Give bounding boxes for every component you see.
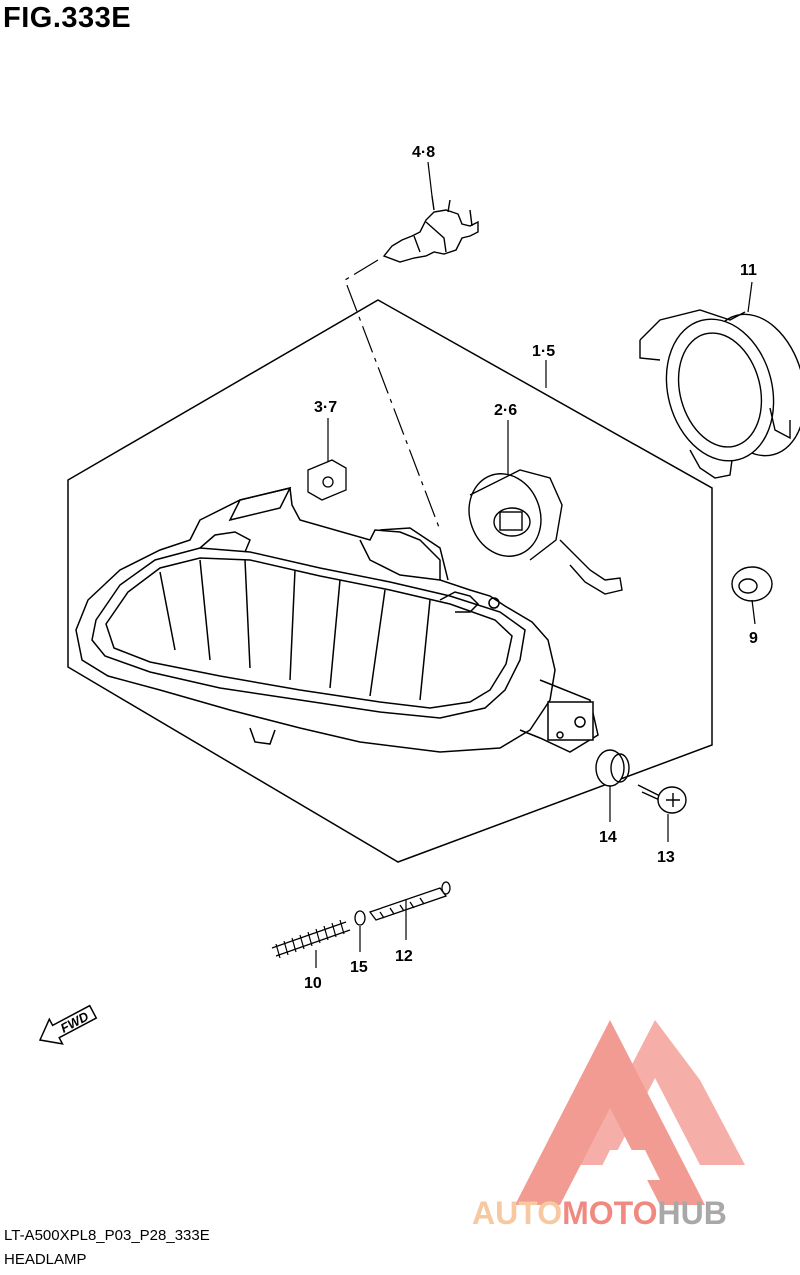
spring-10	[271, 919, 351, 959]
bolt-12	[368, 881, 451, 921]
figure-title: FIG.333E	[3, 2, 132, 34]
socket-2-6	[468, 469, 623, 595]
watermark-auto: AUTO	[472, 1195, 562, 1231]
adjust-ring-11	[639, 309, 800, 479]
fwd-arrow-icon: FWD	[38, 1004, 98, 1045]
label-10: 10	[304, 975, 322, 992]
headlamp-assembly-outline	[67, 299, 713, 863]
watermark-logo	[515, 1020, 745, 1205]
headlamp-housing	[75, 486, 599, 753]
grommet-14	[595, 749, 630, 787]
watermark-hub: HUB	[657, 1195, 726, 1231]
washer-15	[354, 910, 366, 926]
label-4-8: 4·8	[412, 144, 435, 161]
grommet-9	[731, 566, 773, 602]
screw-13	[637, 784, 687, 814]
clip-3-7	[307, 459, 347, 501]
label-15: 15	[350, 959, 368, 976]
label-1-5: 1·5	[532, 343, 555, 360]
watermark-text: AUTOMOTOHUB	[472, 1195, 727, 1231]
bulb-4-8	[382, 195, 479, 263]
figure-name: HEADLAMP	[4, 1251, 87, 1268]
watermark-moto: MOTO	[562, 1195, 657, 1231]
leader-lines	[315, 161, 756, 968]
label-11: 11	[740, 262, 757, 279]
label-9: 9	[749, 630, 758, 647]
figure-code: LT-A500XPL8_P03_P28_333E	[4, 1227, 210, 1244]
label-3-7: 3·7	[314, 399, 337, 416]
label-13: 13	[657, 849, 675, 866]
label-2-6: 2·6	[494, 402, 517, 419]
label-14: 14	[599, 829, 617, 846]
label-12: 12	[395, 948, 413, 965]
bulb-leader-line	[344, 259, 441, 531]
